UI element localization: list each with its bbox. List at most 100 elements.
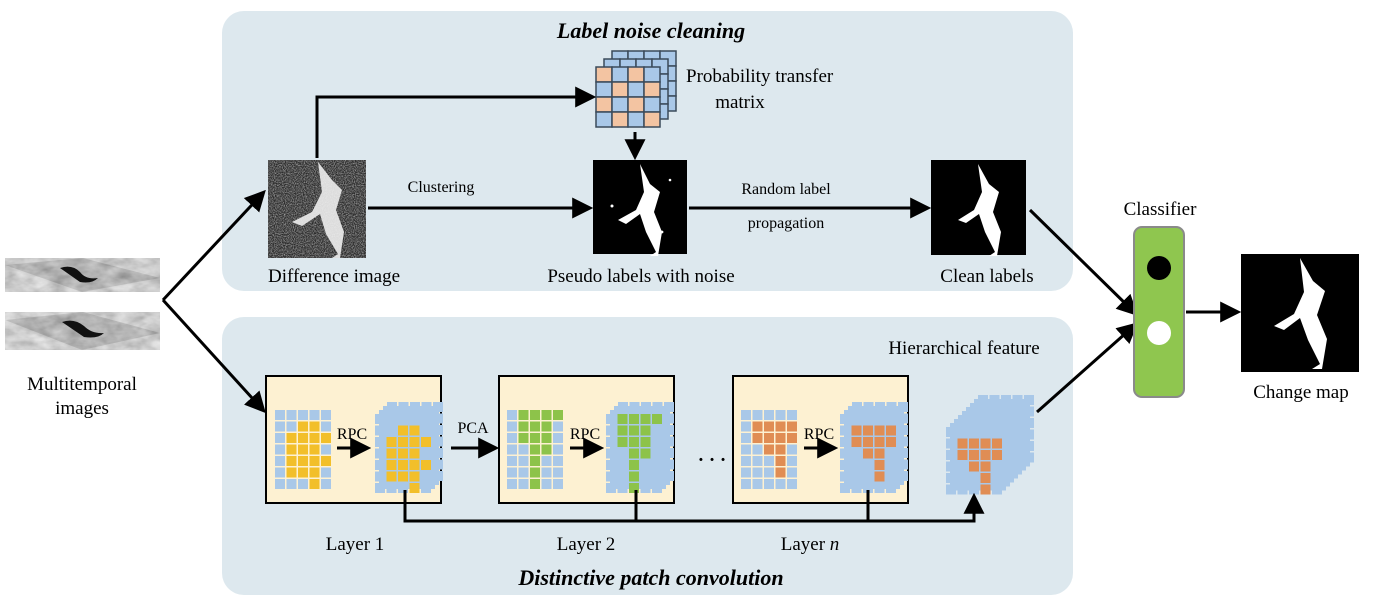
patch-cell (840, 414, 850, 424)
patch-cell (617, 437, 628, 447)
patch-cell (298, 467, 308, 478)
patch-cell (309, 479, 320, 489)
patch-cell (275, 410, 285, 420)
patch-cell (286, 467, 297, 478)
patch-cell (309, 444, 320, 455)
patch-cell (518, 421, 529, 432)
patch-cell (398, 448, 408, 459)
patch-cell (275, 444, 285, 455)
patch-cell (629, 448, 639, 459)
patch-cell (375, 414, 385, 424)
matrix-cell (611, 81, 629, 98)
label-noise-panel (222, 11, 1073, 291)
patch-grid (840, 414, 896, 493)
patch-cell (518, 444, 529, 455)
matrix-cell (643, 66, 661, 83)
patch-cell (398, 483, 408, 493)
patch-cell (992, 427, 1002, 437)
patch-cell (398, 471, 408, 482)
patch-cell (553, 444, 563, 455)
patch-cell (886, 414, 896, 424)
patch-cell (286, 433, 297, 443)
patch-cell (375, 425, 385, 436)
patch-cell (775, 456, 786, 466)
patch-cell (606, 414, 616, 424)
patch-cell (752, 433, 763, 443)
patch-cell (541, 433, 552, 443)
patch-cell (874, 471, 885, 482)
patch-cell (851, 425, 862, 436)
patch-cell (874, 483, 885, 493)
change-map-image (1241, 254, 1359, 372)
patch-cell (421, 471, 431, 482)
patch-cell (541, 479, 552, 489)
patch-cell (409, 437, 420, 447)
patch-cell (321, 444, 331, 455)
patch-cell (386, 425, 397, 436)
patch-cell (886, 483, 896, 493)
patch-cell (606, 460, 616, 470)
patch-cell (530, 479, 540, 489)
patch-cell (946, 450, 956, 460)
patch-cell (741, 410, 751, 420)
patch-cell (321, 456, 331, 466)
patch-cell (652, 414, 662, 424)
patch-cell (298, 456, 308, 466)
patch-cell (840, 437, 850, 447)
patch-cell (553, 479, 563, 489)
patch-cell (787, 410, 797, 420)
patch-cell (840, 460, 850, 470)
patch-cell (541, 444, 552, 455)
patch-cell (851, 414, 862, 424)
patch-cell (541, 410, 552, 420)
patch-cell (764, 479, 774, 489)
patch-cell (640, 437, 651, 447)
patch-cell (606, 483, 616, 493)
patch-cell (518, 479, 529, 489)
layer1-label: Layer 1 (326, 534, 385, 555)
patch-cell (530, 444, 540, 455)
patch-cell (840, 425, 850, 436)
layer-n-label: Layer n (781, 534, 840, 555)
patch-cell (321, 421, 331, 432)
matrix-cell (643, 81, 661, 98)
patch-cell (275, 479, 285, 489)
pseudo-labels-image (593, 160, 687, 256)
patch-cell (851, 471, 862, 482)
patch-cell (507, 467, 517, 478)
patch-cell (421, 483, 431, 493)
patch-cell (640, 471, 651, 482)
patch-cell (652, 460, 662, 470)
patch-cell (386, 414, 397, 424)
patch-cell (874, 437, 885, 447)
patch-cell (851, 460, 862, 470)
patch-cell (617, 448, 628, 459)
patch-cell (541, 456, 552, 466)
patch-cell (969, 427, 979, 437)
patch-cell (957, 438, 968, 449)
patch-cell (275, 456, 285, 466)
multitemporal-images (5, 258, 160, 350)
patch-cell (553, 433, 563, 443)
matrix-cell (627, 81, 645, 98)
patch-grid (946, 427, 1002, 495)
patch-cell (764, 433, 774, 443)
patch-cell (775, 479, 786, 489)
patch-cell (775, 421, 786, 432)
patch-grid (606, 414, 662, 493)
patch-cell (530, 433, 540, 443)
patch-cell (652, 471, 662, 482)
patch-cell (286, 444, 297, 455)
multitemporal-label-line2: images (55, 398, 109, 419)
patch-cell (741, 456, 751, 466)
patch-cell (874, 425, 885, 436)
patch-cell (375, 460, 385, 470)
patch-cell (874, 414, 885, 424)
patch-cell (298, 421, 308, 432)
patch-cell (752, 444, 763, 455)
layer-arrows (337, 322, 1139, 523)
patch-cell (886, 437, 896, 447)
patch-cell (286, 421, 297, 432)
patch-cell (863, 414, 873, 424)
